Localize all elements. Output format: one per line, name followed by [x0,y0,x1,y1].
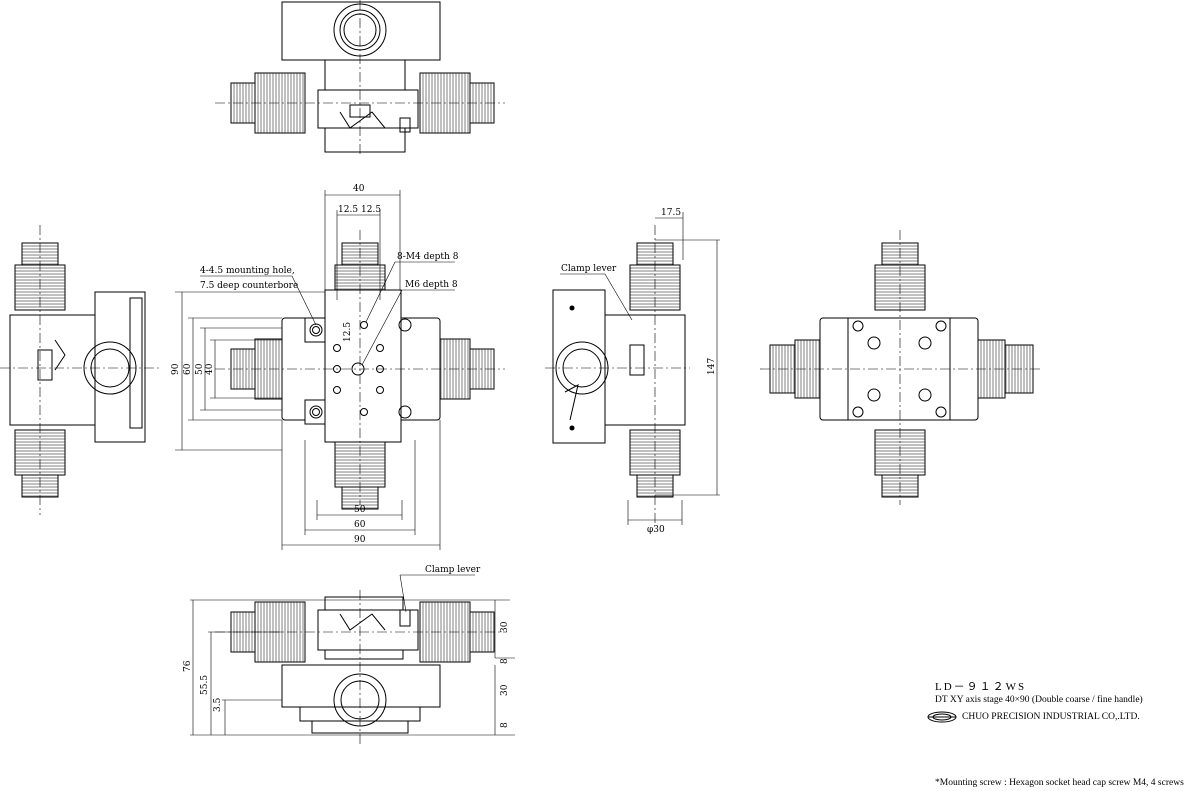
dim-90-v: 90 [171,363,181,375]
company-name: CHUO PRECISION INDUSTRIAL CO,.LTD. [962,712,1140,722]
company-logo [927,711,957,723]
dim-147: 147 [707,358,717,375]
dim-60-h: 60 [354,520,366,530]
dim-40-top: 40 [353,184,365,194]
front-view [190,574,515,745]
dimension-labels: 40 12.5 12.5 90 60 50 40 12.5 50 60 90 1… [171,184,717,728]
dim-60-v: 60 [183,363,193,375]
dim-8-a: 8 [500,658,510,664]
dim-40-v: 40 [205,363,215,375]
dim-8-b: 8 [500,722,510,728]
knob-body [419,72,471,134]
right-plan-view [760,230,1040,505]
dim-30-b: 30 [500,684,510,696]
dim-3-5: 3.5 [213,697,223,712]
dim-90-h: 90 [354,535,366,545]
mounting-hole-note-1: 4-4.5 mounting hole, [200,266,295,276]
dim-55-5: 55.5 [200,675,210,695]
product-description: DT XY axis stage 40×90 (Double coarse / … [935,695,1143,705]
top-view [215,0,505,155]
dim-12-5-a: 12.5 [338,205,358,215]
dim-12-5-b: 12.5 [361,205,381,215]
dim-50-h: 50 [354,505,366,515]
plan-view [175,190,505,550]
mounting-hole-note-2: 7.5 deep counterbore [200,281,298,291]
clamp-lever-front-label: Clamp lever [425,565,481,575]
dim-phi30: φ30 [647,525,665,535]
dim-17-5: 17.5 [661,208,681,218]
left-side-view [0,225,160,515]
dim-50-v: 50 [195,363,205,375]
clamp-lever-side-label: Clamp lever [561,264,617,274]
dim-76: 76 [183,660,193,672]
model-number: LD－９１２WS [935,681,1027,693]
mounting-screw-footnote: *Mounting screw : Hexagon socket head ca… [935,778,1184,788]
m4-note: 8-M4 depth 8 [397,252,459,262]
right-side-view [545,212,720,525]
dim-30-a: 30 [500,621,510,633]
knob-body [254,72,306,134]
m6-note: M6 depth 8 [405,280,458,290]
dim-pitch: 12.5 [343,322,353,342]
